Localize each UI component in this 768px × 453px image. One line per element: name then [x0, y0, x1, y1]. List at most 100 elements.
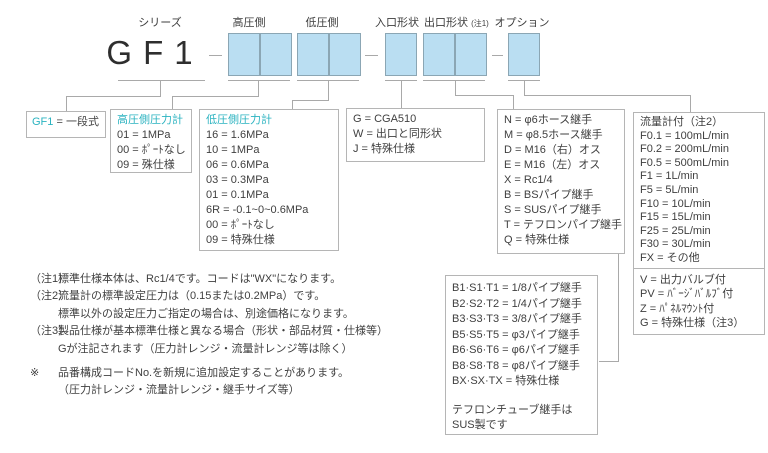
legend-item: Q = 特殊仕様: [504, 234, 570, 246]
note-row: 標準以外の設定圧力ご指定の場合は、別途価格になります。: [30, 306, 388, 323]
note-marker: （注3）: [30, 325, 70, 338]
legend-item: BX·SX·TX = 特殊仕様: [452, 375, 560, 387]
legend-item: 03 = 0.3MPa: [206, 174, 269, 186]
legend-item: J = 特殊仕様: [353, 143, 416, 155]
code-cell: [297, 33, 329, 76]
code-box-option: [508, 33, 540, 76]
note-text: 製品仕様が基本標準仕様と異なる場合（形状・部品材質・仕様等）: [58, 325, 388, 338]
note-text: 標準以外の設定圧力ご指定の場合は、別途価格になります。: [58, 307, 354, 320]
note-row: Gが注記されます（圧力計レンジ・流量計レンジ等は除く）: [30, 341, 388, 358]
note-text: （圧力計レンジ・流量計レンジ・継手サイズ等）: [58, 384, 300, 397]
pipe-note-line: テフロンチューブ継手は: [452, 403, 573, 416]
note-marker: ※: [30, 367, 40, 380]
legend-item: S = SUSパイプ継手: [504, 204, 602, 216]
note-marker: （注1）: [30, 273, 70, 285]
low-pressure-legend-box: 低圧側圧力計 16 = 1.6MPa 10 = 1MPa 06 = 0.6MPa…: [199, 109, 339, 251]
options-legend-box: 流量計付（注2） F0.1 = 100mL/min F0.2 = 200mL/m…: [633, 112, 765, 335]
code-box-low: [297, 33, 361, 76]
low-pressure-connector: [292, 81, 329, 109]
inlet-legend-box: G = CGA510 W = 出口と同形状 J = 特殊仕様: [346, 108, 485, 162]
legend-item: F1 = 1L/min: [640, 170, 699, 183]
legend-item: F15 = 15L/min: [640, 211, 711, 224]
legend-item: 16 = 1.6MPa: [206, 129, 269, 141]
legend-item: F30 = 30L/min: [640, 238, 711, 251]
legend-item: Z = ﾊﾟﾈﾙﾏｳﾝﾄ付: [640, 302, 715, 315]
legend-item: B6·S6·T6 = φ6パイプ継手: [452, 344, 580, 356]
option-connector: [524, 81, 691, 112]
legend-item: F25 = 25L/min: [640, 224, 711, 237]
legend-item: 09 = 特殊仕様: [206, 234, 275, 246]
legend-item: B2·S2·T2 = 1/4パイプ継手: [452, 297, 582, 310]
high-pressure-legend-box: 高圧側圧力計 01 = 1MPa 00 = ﾎﾟｰﾄなし 09 = 殊仕様: [110, 109, 192, 173]
high-pressure-connector: [172, 81, 259, 109]
code-cell: [423, 33, 455, 76]
legend-item: B3·S3·T3 = 3/8パイプ継手: [452, 313, 582, 325]
legend-item: 00 = ﾎﾟｰﾄなし: [117, 144, 186, 156]
legend-item: B1·S1·T1 = 1/8パイプ継手: [452, 282, 582, 294]
note-text: 標準仕様本体は、Rc1/4です。コードは"WX"になります。: [58, 273, 342, 285]
flow-meter-section: 流量計付（注2） F0.1 = 100mL/min F0.2 = 200mL/m…: [640, 116, 758, 266]
note-text: 流量計の標準設定圧力は（0.15または0.2MPa）です。: [58, 290, 326, 303]
legend-item: N = φ6ホース継手: [504, 114, 593, 126]
legend-item: F5 = 5L/min: [640, 183, 699, 196]
pipe-size-legend-box: B1·S1·T1 = 1/8パイプ継手 B2·S2·T2 = 1/4パイプ継手 …: [445, 275, 598, 435]
legend-item: V = 出力バルブ付: [640, 273, 726, 286]
legend-item: 6R = -0.1~0~0.6MPa: [206, 204, 309, 216]
spacer: [452, 390, 591, 403]
legend-item: 01 = 0.1MPa: [206, 189, 269, 201]
code-cell: [508, 33, 540, 76]
field-label-option: オプション: [494, 17, 550, 29]
legend-item: B8·S8·T8 = φ8パイプ継手: [452, 359, 580, 372]
note-text: Gが注記されます（圧力計レンジ・流量計レンジ等は除く）: [58, 342, 353, 355]
pipe-note-line: SUS製です: [452, 419, 508, 431]
legend-item: G = 特殊仕様（注3）: [640, 317, 745, 330]
note-row: （注3）製品仕様が基本標準仕様と異なる場合（形状・部品材質・仕様等）: [30, 323, 388, 340]
field-label-outlet-note: (注1): [471, 19, 489, 28]
flow-meter-title: 流量計付（注2）: [640, 116, 724, 128]
option-extras-section: V = 出力バルブ付 PV = ﾊﾞｰｼﾞﾊﾞﾙﾌﾞ付 Z = ﾊﾟﾈﾙﾏｳﾝﾄ…: [634, 267, 764, 331]
legend-item: F0.2 = 200mL/min: [640, 143, 729, 156]
field-label-inlet: 入口形状: [375, 17, 419, 29]
code-cell: [228, 33, 260, 76]
legend-item: F0.5 = 500mL/min: [640, 156, 729, 169]
legend-item: 00 = ﾎﾟｰﾄなし: [206, 219, 275, 231]
legend-item: B = BSパイプ継手: [504, 189, 594, 201]
legend-item: G = CGA510: [353, 113, 417, 125]
outlet-legend-box: N = φ6ホース継手 M = φ8.5ホース継手 D = M16（右）オス E…: [497, 109, 625, 254]
note-row: （圧力計レンジ・流量計レンジ・継手サイズ等）: [30, 382, 388, 399]
legend-item: 09 = 殊仕様: [117, 159, 175, 171]
note-row: （注1）標準仕様本体は、Rc1/4です。コードは"WX"になります。: [30, 271, 388, 288]
legend-item: F0.1 = 100mL/min: [640, 129, 729, 142]
series-label: シリーズ: [138, 17, 182, 29]
outlet-connector: [455, 81, 514, 109]
note-row: ※品番構成コードNo.を新規に追加設定することがあります。: [30, 365, 388, 382]
legend-item: T = テフロンパイプ継手: [504, 219, 623, 231]
code-cell: [329, 33, 361, 76]
code-box-outlet: [423, 33, 487, 76]
low-pressure-title: 低圧側圧力計: [206, 114, 272, 126]
code-cell: [455, 33, 487, 76]
legend-item: M = φ8.5ホース継手: [504, 129, 603, 141]
note-marker: （注2）: [30, 290, 70, 303]
note-row: （注2）流量計の標準設定圧力は（0.15または0.2MPa）です。: [30, 288, 388, 305]
field-label-low: 低圧側: [305, 17, 339, 29]
code-box-inlet: [385, 33, 417, 76]
legend-item: W = 出口と同形状: [353, 128, 442, 140]
legend-item: E = M16（左）オス: [504, 159, 601, 171]
code-cell: [385, 33, 417, 76]
series-legend-box: GF1 = 一段式: [26, 111, 106, 138]
legend-item: PV = ﾊﾞｰｼﾞﾊﾞﾙﾌﾞ付: [640, 288, 734, 301]
legend-item: FX = その他: [640, 251, 700, 264]
series-legend-code: GF1: [32, 116, 54, 128]
legend-item: 06 = 0.6MPa: [206, 159, 269, 171]
legend-item: 10 = 1MPa: [206, 144, 260, 156]
legend-item: F10 = 10L/min: [640, 197, 711, 210]
field-label-high: 高圧側: [232, 17, 266, 29]
code-box-high: [228, 33, 292, 76]
legend-item: 01 = 1MPa: [117, 129, 171, 141]
field-label-outlet-text: 出口形状: [424, 17, 468, 29]
high-pressure-title: 高圧側圧力計: [117, 114, 183, 126]
legend-item: B5·S5·T5 = φ3パイプ継手: [452, 328, 580, 341]
legend-item: X = Rc1/4: [504, 174, 553, 186]
